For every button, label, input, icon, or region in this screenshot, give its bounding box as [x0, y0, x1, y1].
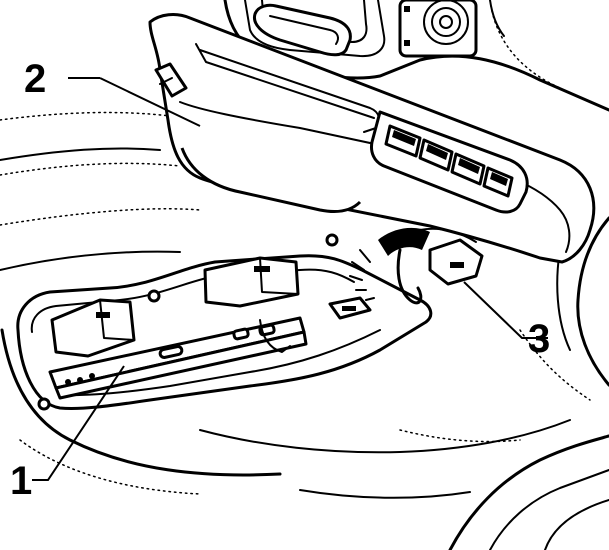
- window-switch-1[interactable]: [384, 124, 422, 158]
- callout-number-3: 3: [528, 317, 550, 361]
- window-switch-3[interactable]: [450, 152, 486, 186]
- screw: [147, 289, 161, 303]
- door-handle: [252, 3, 352, 57]
- callout-3: 3: [463, 281, 550, 361]
- window-switch-block-center: [203, 256, 300, 308]
- armrest-switch-panel: [148, 13, 596, 264]
- bracket-strip: [48, 316, 308, 400]
- screw: [325, 233, 339, 247]
- switch-bezel: [370, 110, 529, 214]
- connector-plug: [428, 238, 484, 286]
- callout-2: 2: [24, 57, 201, 127]
- callout-number-2: 2: [24, 57, 46, 101]
- connector-clip: [328, 296, 372, 320]
- screw: [37, 397, 51, 411]
- window-switch-4[interactable]: [482, 166, 514, 198]
- wiring-connector: [349, 227, 484, 305]
- window-switch-block-left: [50, 298, 136, 358]
- switch-cavity: [16, 233, 433, 411]
- door-upper-area: [223, 0, 609, 112]
- callout-number-1: 1: [10, 459, 32, 503]
- speaker-grille: [398, 0, 478, 58]
- window-switch-2[interactable]: [418, 138, 454, 172]
- callout-1: 1: [10, 365, 125, 503]
- door-trim-contours: [0, 111, 609, 550]
